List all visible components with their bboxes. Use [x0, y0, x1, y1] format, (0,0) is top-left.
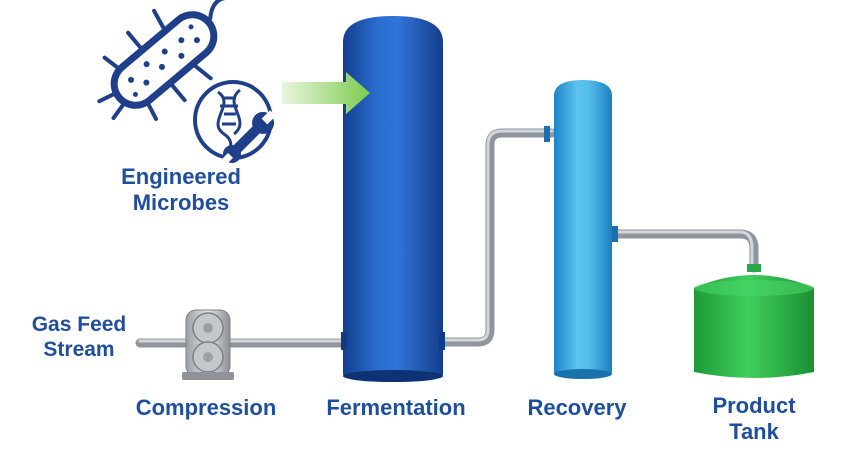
dna-wrench-icon	[193, 80, 276, 166]
label-compression: Compression	[120, 395, 292, 421]
arrow-right-icon	[282, 72, 370, 114]
label-product-tank-line2: Tank	[729, 419, 779, 444]
label-engineered-microbes-line2: Microbes	[132, 190, 230, 215]
label-product-tank-line1: Product	[712, 393, 796, 418]
label-gas-feed-stream-line2: Stream	[43, 338, 115, 361]
label-gas-feed-stream: Gas Feed Stream	[4, 312, 154, 362]
fermentation-vessel	[341, 16, 445, 382]
label-product-tank: Product Tank	[694, 393, 814, 445]
recovery-to-tank-pipe	[607, 229, 759, 273]
label-engineered-microbes-line1: Engineered	[121, 164, 241, 189]
label-gas-feed-stream-line1: Gas Feed	[31, 313, 127, 336]
label-recovery-text: Recovery	[527, 395, 627, 420]
bacterium-icon	[97, 0, 234, 121]
product-tank	[694, 264, 814, 378]
label-engineered-microbes: Engineered Microbes	[106, 164, 256, 216]
pipes	[135, 128, 759, 348]
feed-pipe	[135, 338, 355, 348]
label-compression-text: Compression	[135, 395, 277, 420]
label-fermentation-text: Fermentation	[326, 395, 466, 420]
recovery-vessel	[544, 80, 618, 379]
compressor-icon	[182, 309, 234, 380]
label-fermentation: Fermentation	[312, 395, 480, 421]
label-recovery: Recovery	[512, 395, 642, 421]
fermentation-to-recovery-pipe	[435, 128, 557, 347]
